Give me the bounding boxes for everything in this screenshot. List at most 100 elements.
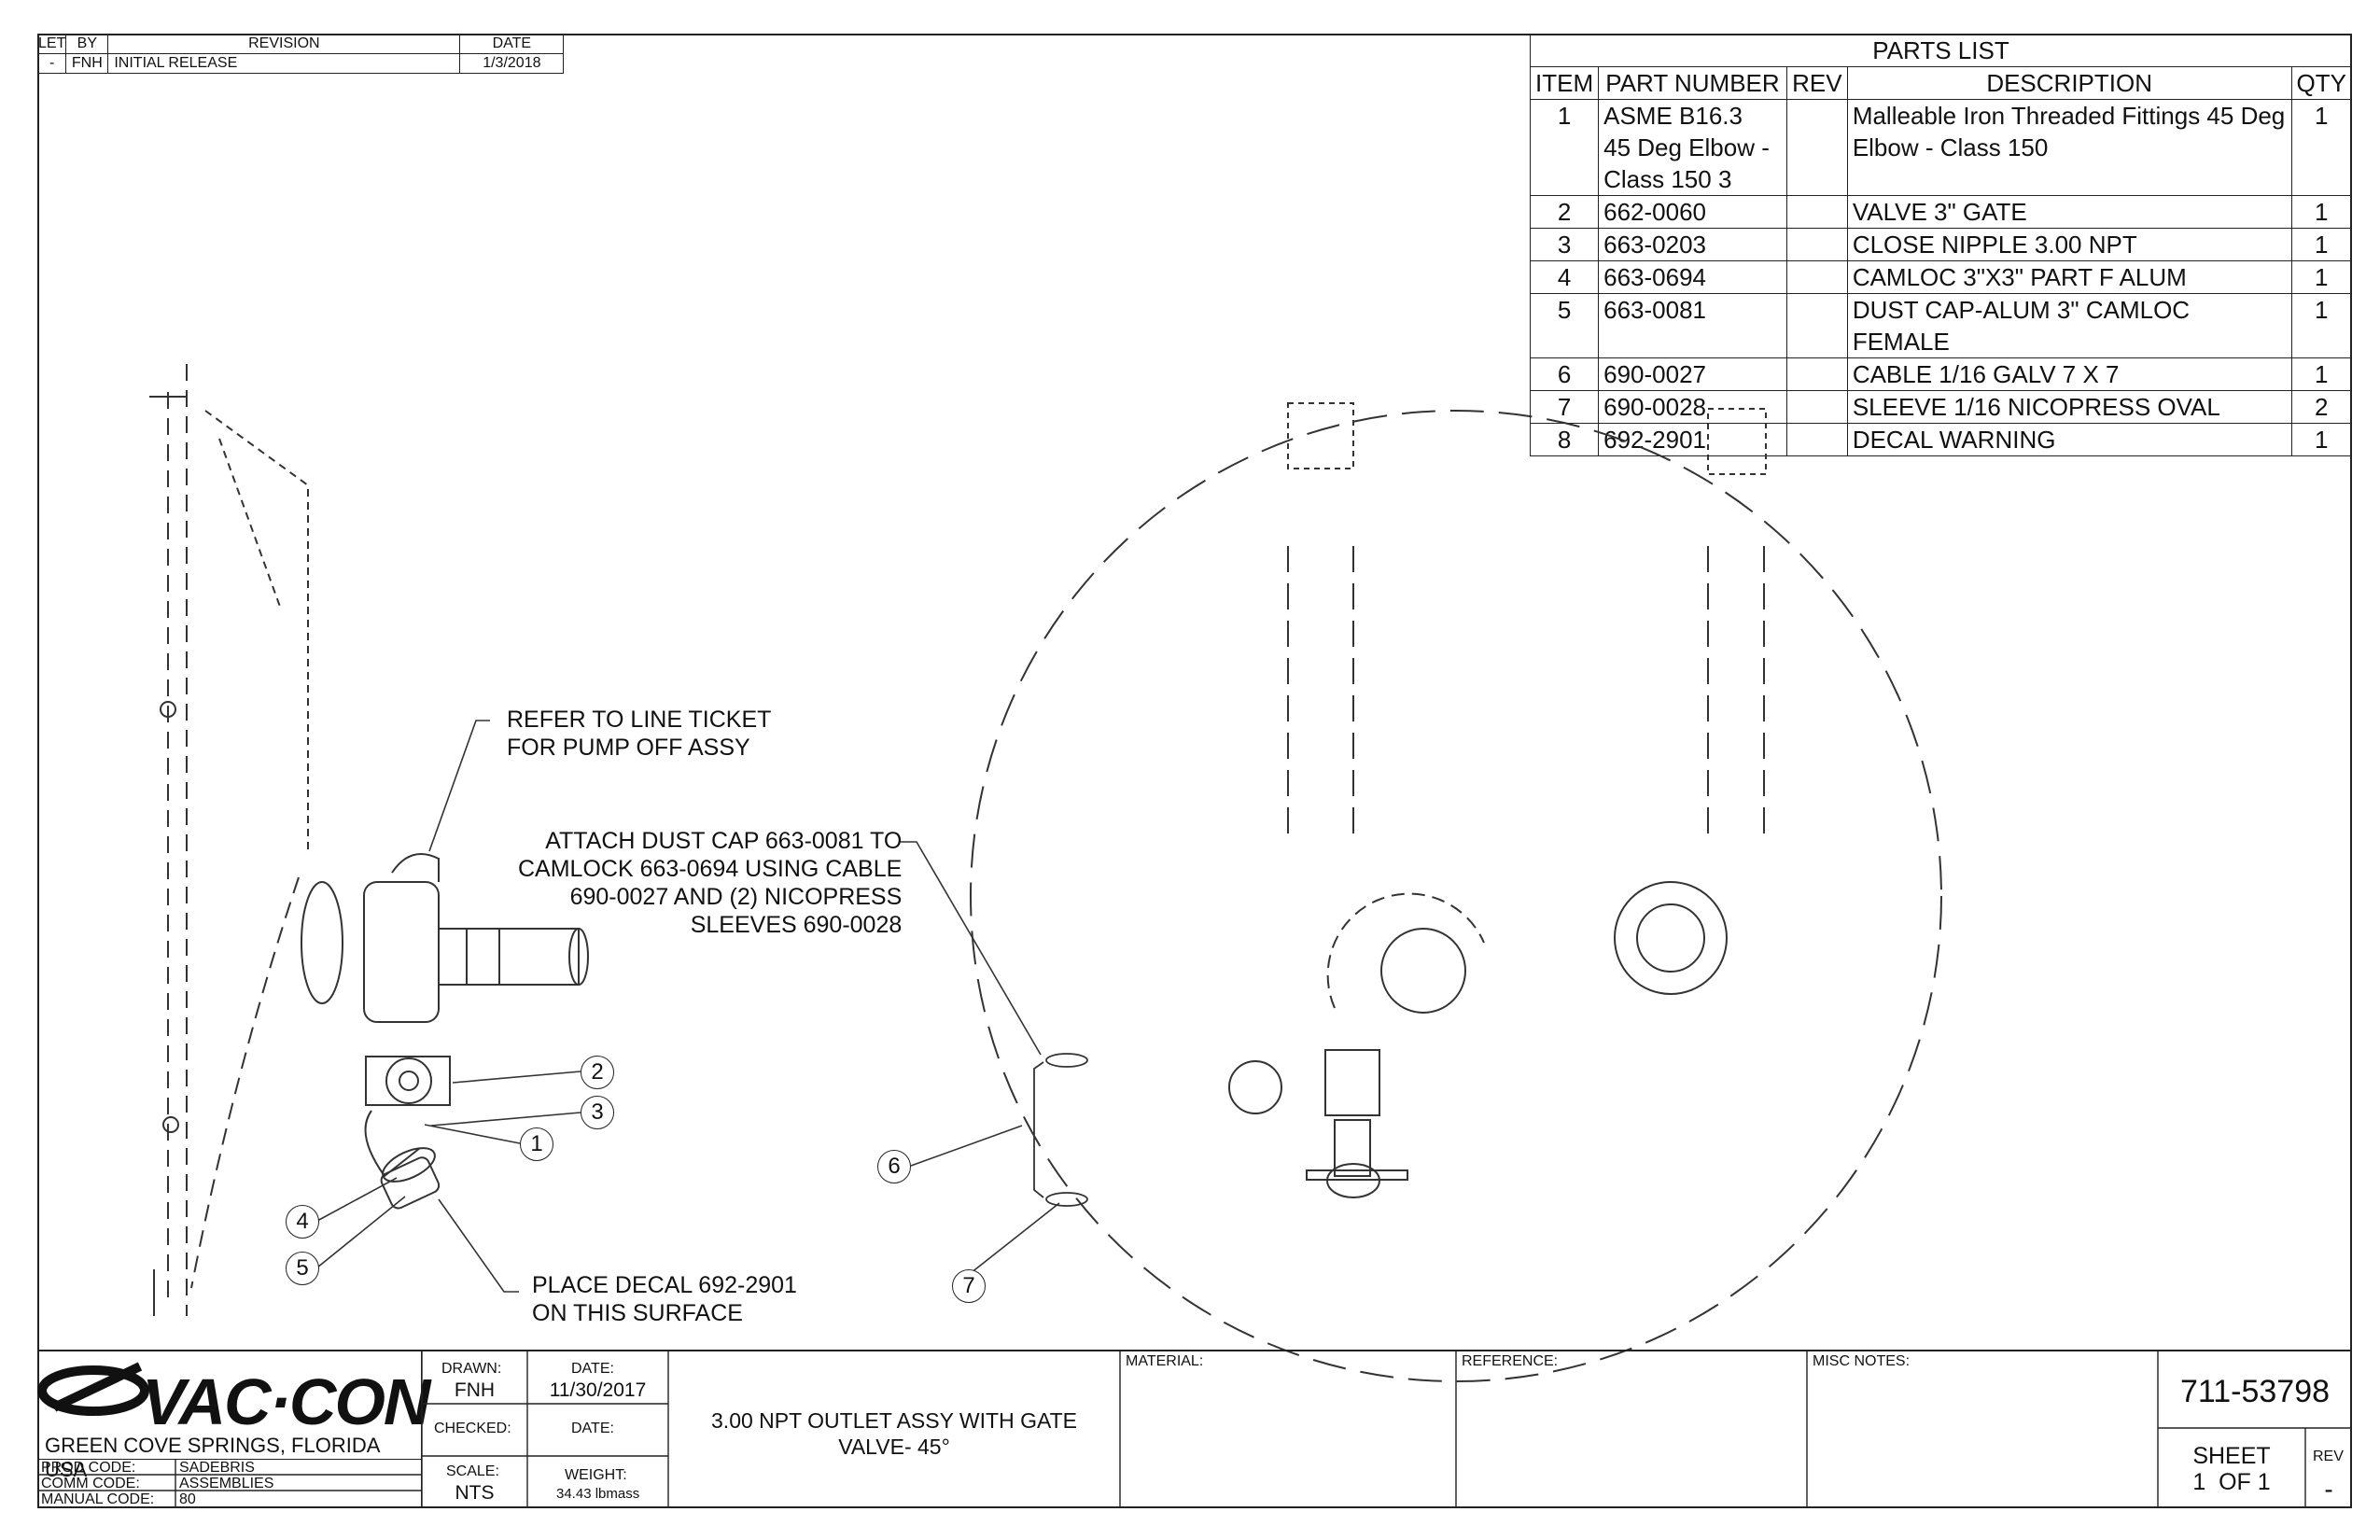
balloon-1: 1: [520, 1127, 553, 1161]
front-view-tank: [970, 402, 1942, 1382]
parts-part-number: 692-2901: [1598, 423, 1787, 456]
parts-rev: [1785, 195, 1848, 229]
parts-part-number-line: ASME B16.3: [1603, 102, 1743, 130]
balloon-2: 2: [581, 1056, 614, 1089]
logo-cell: VAC·CON GREEN COVE SPRINGS, FLORIDA USA: [37, 1350, 430, 1481]
parts-part-number-line: 45 Deg Elbow -: [1603, 133, 1770, 161]
parts-part-number: 690-0028: [1598, 390, 1787, 424]
drawing-title: 3.00 NPT OUTLET ASSY WITH GATE VALVE- 45…: [668, 1407, 1120, 1460]
comm-code-label: COMM CODE:: [41, 1476, 140, 1491]
sheet-number: 1 OF 1: [2192, 1469, 2271, 1495]
parts-description: Malleable Iron Threaded Fittings 45 Deg …: [1846, 99, 2292, 196]
drawn-by: FNH: [454, 1379, 496, 1401]
parts-header-part-number: PART NUMBER: [1598, 66, 1787, 100]
parts-description-line: Malleable Iron Threaded Fittings 45 Deg: [1852, 102, 2286, 130]
leader-lines: [316, 720, 1060, 1293]
parts-item: 6: [1529, 357, 1600, 391]
parts-description: VALVE 3" GATE: [1846, 195, 2292, 229]
checked-label: CHECKED:: [434, 1421, 511, 1436]
cable-assembly: [1033, 1053, 1088, 1207]
parts-part-number-line: Class 150 3: [1603, 165, 1732, 193]
parts-qty: 1: [2290, 228, 2353, 261]
drawn-label: DRAWN:: [441, 1361, 502, 1377]
scale: NTS: [455, 1482, 495, 1504]
manual-code-label: MANUAL CODE:: [41, 1491, 155, 1507]
balloon-4: 4: [286, 1205, 319, 1239]
parts-item: 1: [1529, 99, 1600, 196]
logo-text: VAC·CON: [142, 1365, 430, 1438]
rev-let: -: [36, 53, 67, 74]
side-view-tank-wall: [167, 364, 300, 1316]
note-dust-cap: ATTACH DUST CAP 663-0081 TO CAMLOCK 663-…: [518, 827, 902, 939]
checked-date-label: DATE:: [571, 1421, 614, 1436]
side-view-bracket: [149, 396, 309, 1316]
balloon-3: 3: [581, 1096, 614, 1129]
parts-qty: 1: [2290, 293, 2353, 358]
prod-code-label: PROD CODE:: [41, 1460, 136, 1476]
parts-description: SLEEVE 1/16 NICOPRESS OVAL: [1846, 390, 2292, 424]
note-line: CAMLOCK 663-0694 USING CABLE: [518, 856, 903, 882]
rev-by: FNH: [65, 53, 109, 74]
note-decal: PLACE DECAL 692-2901 ON THIS SURFACE: [532, 1271, 797, 1327]
parts-qty: 1: [2290, 99, 2353, 196]
parts-description: CAMLOC 3"X3" PART F ALUM: [1846, 260, 2292, 294]
drawn-date: 11/30/2017: [549, 1379, 647, 1401]
codes-cell: PROD CODE: SADEBRIS COMM CODE: ASSEMBLIE…: [37, 1459, 422, 1508]
parts-qty: 1: [2290, 260, 2353, 294]
title-block: [37, 1350, 2352, 1508]
note-line: SLEEVES 690-0028: [690, 912, 903, 938]
date-label: DATE:: [571, 1361, 614, 1377]
vac-con-logo-icon: [37, 1362, 149, 1416]
parts-part-number: ASME B16.3 45 Deg Elbow - Class 150 3: [1598, 99, 1787, 196]
parts-rev: [1785, 228, 1848, 261]
parts-part-number: 663-0203: [1598, 228, 1787, 261]
company-location: GREEN COVE SPRINGS, FLORIDA USA: [45, 1434, 380, 1481]
material-label: MATERIAL:: [1126, 1353, 1204, 1369]
side-view-valve-assembly: [364, 1056, 451, 1210]
parts-part-number: 690-0027: [1598, 357, 1787, 391]
parts-rev: [1785, 293, 1848, 358]
reference-label: REFERENCE:: [1462, 1353, 1559, 1369]
note-line: 690-0027 AND (2) NICOPRESS: [569, 884, 903, 910]
rev-label: REV: [2313, 1449, 2344, 1464]
note-line: PLACE DECAL 692-2901: [532, 1272, 797, 1298]
prod-code: SADEBRIS: [179, 1460, 255, 1476]
rev-value: -: [2324, 1475, 2333, 1504]
rev-date: 1/3/2018: [459, 53, 565, 74]
parts-part-number: 662-0060: [1598, 195, 1787, 229]
balloon-5: 5: [286, 1252, 319, 1285]
parts-row: 1 ASME B16.3 45 Deg Elbow - Class 150 3 …: [1529, 99, 2353, 196]
parts-part-number: 663-0081: [1598, 293, 1787, 358]
parts-header-qty: QTY: [2290, 66, 2353, 100]
manual-code: 80: [179, 1491, 196, 1507]
balloon-6: 6: [877, 1150, 911, 1183]
parts-list: PARTS LIST ITEM PART NUMBER REV DESCRIPT…: [1529, 34, 2353, 456]
drawing-title-line: 3.00 NPT OUTLET ASSY WITH GATE: [711, 1408, 1077, 1433]
weight: 34.43 lbmass: [556, 1486, 640, 1502]
rev-header-by: BY: [65, 34, 109, 54]
balloon-7: 7: [952, 1269, 986, 1303]
note-line: ON THIS SURFACE: [532, 1300, 743, 1326]
note-line: ATTACH DUST CAP 663-0081 TO: [545, 828, 903, 854]
revision-block: LET BY REVISION DATE - FNH INITIAL RELEA…: [36, 34, 565, 74]
parts-rev: [1785, 423, 1848, 456]
rev-description: INITIAL RELEASE: [107, 53, 461, 74]
parts-description: DUST CAP-ALUM 3" CAMLOC FEMALE: [1846, 293, 2292, 358]
parts-qty: 1: [2290, 423, 2353, 456]
parts-header-item: ITEM: [1529, 66, 1600, 100]
parts-item: 5: [1529, 293, 1600, 358]
drawing-number: 711-53798: [2179, 1374, 2331, 1409]
parts-rev: [1785, 357, 1848, 391]
note-line-ticket: REFER TO LINE TICKET FOR PUMP OFF ASSY: [507, 706, 771, 762]
parts-qty: 2: [2290, 390, 2353, 424]
scale-label: SCALE:: [446, 1463, 499, 1479]
pump-off-assembly: [301, 853, 589, 1023]
weight-label: WEIGHT:: [565, 1467, 627, 1483]
parts-header-description: DESCRIPTION: [1846, 66, 2292, 100]
parts-description: CABLE 1/16 GALV 7 X 7: [1846, 357, 2292, 391]
parts-qty: 1: [2290, 357, 2353, 391]
